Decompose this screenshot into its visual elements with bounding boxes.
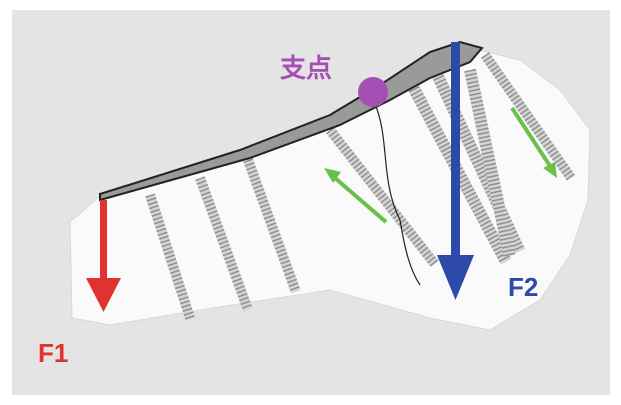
force1-label: F1: [38, 338, 69, 368]
screws: [145, 52, 576, 321]
direction-arrow-right: [510, 106, 557, 178]
direction-arrow-left: [324, 168, 388, 224]
force1-arrow: [86, 200, 121, 312]
force2-arrow: [437, 42, 474, 300]
fulcrum-label: 支点: [280, 53, 333, 83]
force2-label: F2: [508, 272, 539, 302]
bone-plate: [99, 40, 484, 202]
nerve-line: [374, 103, 421, 286]
fulcrum-point: [358, 77, 388, 107]
